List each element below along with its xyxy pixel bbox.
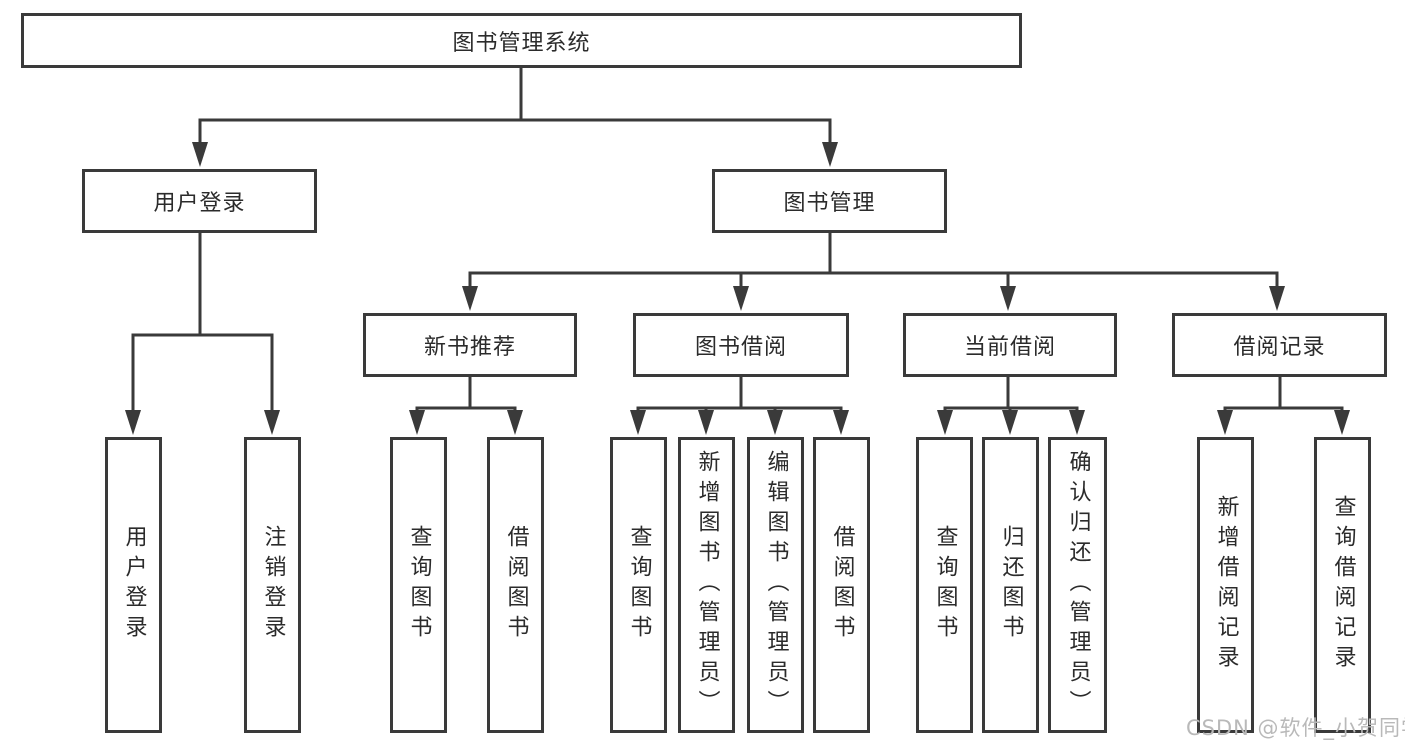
leaf-label: 新增借阅记录 (1213, 495, 1239, 675)
node-new-book-recommend-label: 新书推荐 (423, 335, 516, 360)
node-current-borrow: 当前借阅 (903, 313, 1117, 377)
leaf-add-borrow-record: 新增借阅记录 (1197, 437, 1254, 733)
node-book-mgmt-label: 图书管理 (783, 191, 876, 216)
node-new-book-recommend: 新书推荐 (363, 313, 577, 377)
arrowhead (125, 410, 141, 435)
arrowhead (1334, 410, 1350, 435)
arrowhead (264, 410, 280, 435)
arrowhead (507, 410, 523, 435)
connector-root-branch (198, 68, 832, 148)
arrowhead (937, 410, 953, 435)
leaf-return-book: 归还图书 (982, 437, 1039, 733)
leaf-label: 新增图书（管理员） (694, 450, 720, 720)
connector-new-book-rec-branch (415, 377, 517, 416)
node-root-label: 图书管理系统 (452, 30, 591, 56)
leaf-query-borrow-record: 查询借阅记录 (1314, 437, 1371, 733)
leaf-user-login: 用户登录 (105, 437, 162, 733)
connector-user-login-branch (131, 233, 274, 416)
leaf-borrow-book-recommend: 借阅图书 (487, 437, 544, 733)
node-current-borrow-label: 当前借阅 (963, 335, 1056, 360)
connector-book-borrow-branch (636, 377, 843, 416)
arrowhead (1069, 410, 1085, 435)
leaf-query-book-recommend: 查询图书 (390, 437, 447, 733)
leaf-label: 编辑图书（管理员） (763, 450, 789, 720)
arrowhead (767, 410, 783, 435)
csdn-watermark: CSDN @软件_小贺同学 (1186, 716, 1405, 740)
arrowhead (1269, 286, 1285, 311)
arrowhead (698, 410, 714, 435)
arrowhead (462, 286, 478, 311)
node-book-borrow: 图书借阅 (633, 313, 849, 377)
leaf-label: 查询图书 (626, 525, 652, 645)
node-book-borrow-label: 图书借阅 (694, 335, 787, 360)
leaf-edit-book-admin: 编辑图书（管理员） (747, 437, 804, 733)
leaf-confirm-return-admin: 确认归还（管理员） (1048, 437, 1107, 733)
arrowhead (1000, 286, 1016, 311)
node-root: 图书管理系统 (21, 13, 1022, 68)
leaf-label: 注销登录 (260, 525, 286, 645)
leaf-label: 用户登录 (121, 525, 147, 645)
leaf-label: 查询图书 (406, 525, 432, 645)
leaf-label: 借阅图书 (829, 525, 855, 645)
leaf-label: 查询借阅记录 (1330, 495, 1356, 675)
connector-lines (131, 68, 1344, 416)
leaf-label: 借阅图书 (503, 525, 529, 645)
connector-borrow-records-branch (1223, 377, 1344, 416)
node-borrow-records-label: 借阅记录 (1233, 335, 1326, 360)
leaf-label: 归还图书 (998, 525, 1024, 645)
node-user-login: 用户登录 (82, 169, 317, 233)
leaf-query-book-current: 查询图书 (916, 437, 973, 733)
arrowhead (409, 410, 425, 435)
arrowhead (192, 142, 208, 167)
arrowhead (1002, 410, 1018, 435)
connector-arrowheads (125, 142, 1350, 435)
node-user-login-label: 用户登录 (153, 191, 246, 216)
leaf-add-book-admin: 新增图书（管理员） (678, 437, 735, 733)
node-book-mgmt: 图书管理 (712, 169, 947, 233)
leaf-borrow-book-borrow: 借阅图书 (813, 437, 870, 733)
leaf-logout-login: 注销登录 (244, 437, 301, 733)
arrowhead (822, 142, 838, 167)
leaf-query-book-borrow: 查询图书 (610, 437, 667, 733)
arrowhead (630, 410, 646, 435)
leaf-label: 确认归还（管理员） (1065, 450, 1091, 720)
leaf-label: 查询图书 (932, 525, 958, 645)
arrowhead (833, 410, 849, 435)
node-borrow-records: 借阅记录 (1172, 313, 1387, 377)
connector-book-mgmt-branch (468, 233, 1279, 292)
arrowhead (733, 286, 749, 311)
arrowhead (1217, 410, 1233, 435)
